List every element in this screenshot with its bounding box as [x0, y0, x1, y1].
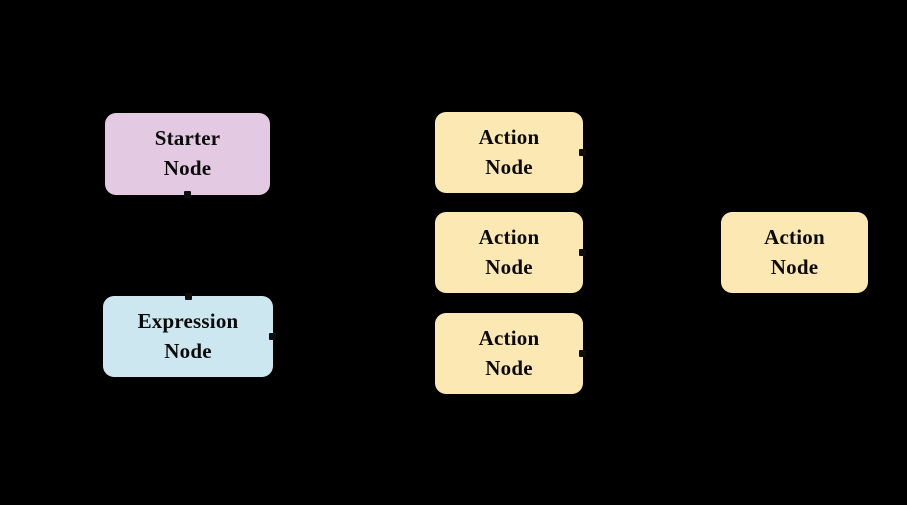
- action-node-1-label-line1: Action: [478, 124, 540, 149]
- expression-node-port-right[interactable]: [269, 333, 276, 340]
- starter-node-label-line2: Node: [163, 156, 212, 180]
- action-node-4-label-line1: Action: [764, 224, 825, 249]
- action-node-2-label-line1: Action: [478, 224, 540, 249]
- action-node-1-label-line2: Node: [485, 154, 533, 179]
- expression-node-label-line2: Node: [164, 338, 212, 363]
- action-node-2-port-right[interactable]: [579, 249, 586, 256]
- action-node-3-label-line1: Action: [478, 325, 540, 350]
- action-node-2-label-line2: Node: [485, 254, 533, 279]
- starter-node-label-line1: Starter: [154, 126, 221, 151]
- action-node-3-label-line2: Node: [485, 355, 533, 380]
- action-node-3-port-right[interactable]: [579, 350, 586, 357]
- action-node-1-port-right[interactable]: [579, 149, 586, 156]
- action-node-4-label-line2: Node: [770, 254, 819, 279]
- expression-node-port-top[interactable]: [184, 293, 192, 300]
- starter-node-port-bottom[interactable]: [184, 191, 191, 198]
- expression-node-label-line1: Expression: [137, 308, 239, 333]
